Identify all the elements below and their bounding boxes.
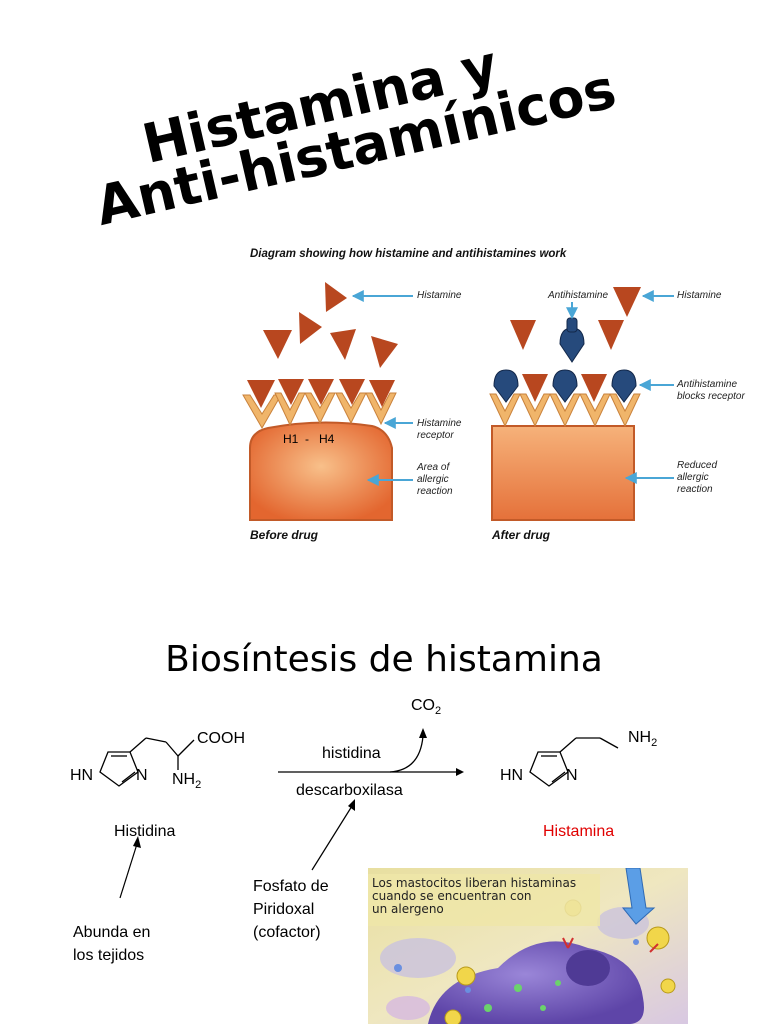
diagram-graphic [242, 282, 674, 521]
enzyme-line-1: histidina [322, 745, 381, 762]
label-reduced-allergic: Reduced allergic reaction [677, 460, 718, 495]
histamine-n: N [566, 767, 578, 784]
co2-sub: 2 [435, 705, 442, 718]
histamine-nh2: NH2 [628, 729, 657, 749]
label-antihistamine-blocks: Antihistamine blocks receptor [677, 379, 745, 402]
histidine-cooh: COOH [197, 730, 245, 747]
caption-before-drug: Before drug [250, 528, 319, 542]
co2-label: CO2 [411, 697, 441, 717]
histamine-nh-sub: 2 [651, 737, 658, 750]
reaction-arrow [278, 728, 464, 776]
receptor-types-label: H1 - H4 [283, 432, 335, 446]
label-histamine-left: Histamine [417, 290, 462, 301]
histamine-name: Histamina [543, 823, 615, 840]
enzyme-line-2: descarboxilasa [296, 782, 403, 799]
label-antihistamine: Antihistamine [548, 290, 609, 301]
co2-text: CO [411, 697, 435, 714]
before-drug-panel [242, 282, 413, 521]
histamine-diagram: Diagram showing how histamine and antihi… [242, 248, 745, 542]
diagram-heading: Diagram showing how histamine and antihi… [250, 248, 567, 260]
mast-cell-caption: Los mastocitos liberan histaminas cuando… [372, 876, 577, 916]
histamine-structure [529, 737, 619, 787]
histamine-nh-text: NH [628, 729, 652, 746]
mast-cell-image: Los mastocitos liberan histaminas cuando… [368, 868, 688, 1024]
histidine-nh-text: NH [172, 771, 196, 788]
histidine-n: N [136, 767, 148, 784]
label-histamine-right: Histamine [677, 290, 722, 301]
histidine-hn: HN [70, 767, 94, 784]
after-drug-panel [489, 287, 674, 521]
abundance-note: Abunda en los tejidos [73, 924, 151, 964]
histidine-nh-sub: 2 [195, 779, 202, 792]
label-histamine-receptor: Histamine receptor [417, 418, 462, 441]
cofactor-note: Fosfato de Piridoxal (cofactor) [253, 878, 329, 941]
mast-cell-illustration [368, 868, 688, 1024]
biosynthesis-heading: Biosíntesis de histamina [165, 639, 603, 680]
histidine-structure [99, 737, 195, 787]
histidine-nh2: NH2 [172, 771, 201, 791]
histidine-name: Histidina [114, 823, 176, 840]
label-area-allergic: Area of allergic reaction [417, 462, 453, 497]
histamine-hn: HN [500, 767, 524, 784]
caption-after-drug: After drug [492, 528, 550, 542]
